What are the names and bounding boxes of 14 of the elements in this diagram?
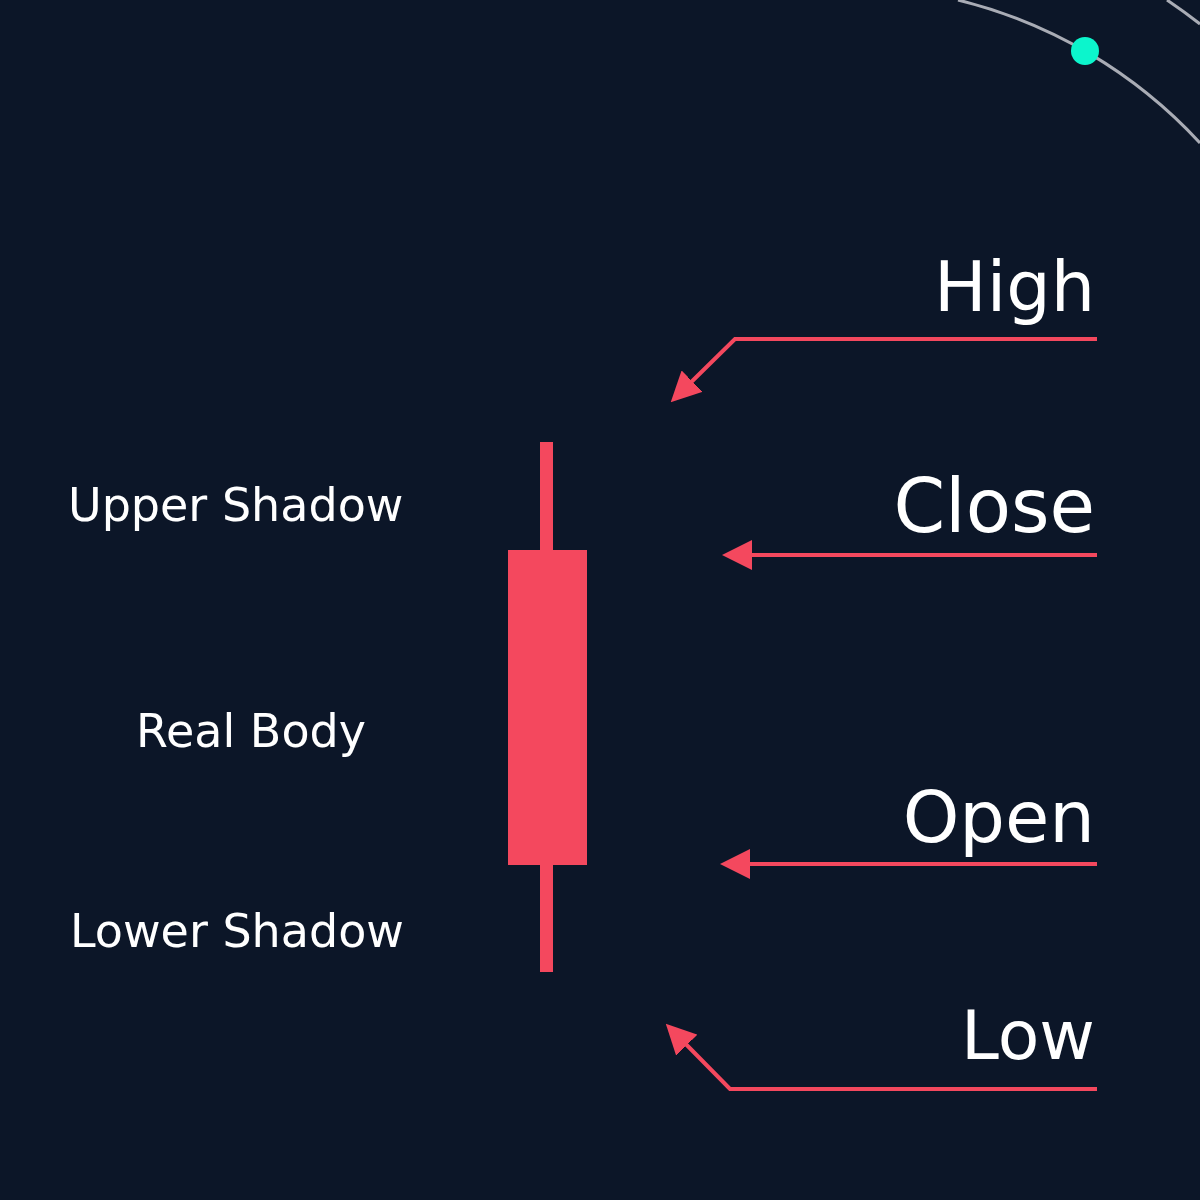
part-label: Real Body	[136, 704, 366, 760]
arrow	[665, 1023, 1097, 1091]
part-label: Upper Shadow	[68, 478, 404, 534]
price-level-label: Open	[902, 774, 1095, 861]
price-level-label: Close	[893, 462, 1095, 551]
price-level-label: Low	[961, 987, 1095, 1086]
part-label: Lower Shadow	[70, 904, 404, 960]
arrow	[720, 849, 1097, 879]
arrow	[670, 337, 1097, 403]
arrow	[722, 540, 1097, 570]
upper-wick	[540, 442, 553, 550]
price-level-label: High	[934, 238, 1095, 336]
lower-wick	[540, 865, 553, 972]
candle-body	[508, 550, 587, 865]
